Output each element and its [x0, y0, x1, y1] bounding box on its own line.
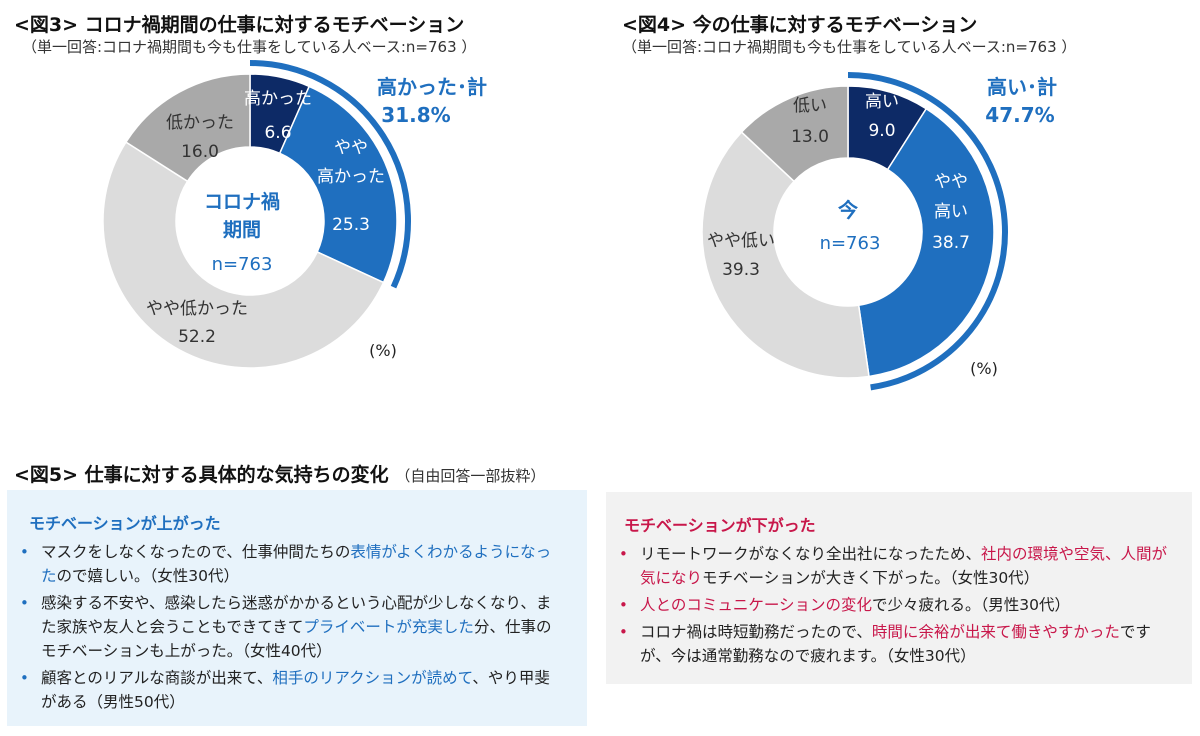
fig4-unit: (%)	[970, 359, 998, 378]
fig5-title: <図5> 仕事に対する具体的な気持ちの変化 （自由回答一部抜粋）	[14, 460, 545, 487]
slice-category-label: やや低かった	[146, 299, 248, 319]
slice-category-label: やや低い	[707, 231, 775, 251]
donut-slice-4	[740, 85, 849, 183]
comment-text: で少々疲れる。（男性30代）	[872, 596, 1071, 614]
fig3-highlight-arc	[249, 60, 411, 289]
donut-slice-3	[701, 130, 870, 379]
comment-highlight: 人とのコミュニケーションの変化	[640, 596, 873, 614]
donut-slice-2	[857, 107, 995, 378]
fig3-center-line2: 期間	[223, 219, 261, 241]
comment-text: リモートワークがなくなり全出社になったため、	[640, 545, 982, 563]
fig3-center-n: n=763	[212, 254, 273, 275]
fig5-subtitle: （自由回答一部抜粋）	[395, 467, 546, 485]
fig3-title: <図3> コロナ禍期間の仕事に対するモチベーション	[14, 14, 465, 36]
comment-highlight: 時間に余裕が出来て働きやすかった	[871, 623, 1120, 641]
slice-category-label: 低かった	[166, 113, 234, 133]
fig3-center-line1: コロナ禍	[204, 190, 280, 213]
slice-category-label: 高い	[934, 202, 968, 222]
comment-highlight: 相手のリアクションが読めて	[272, 669, 473, 687]
slice-value-label: 25.3	[332, 215, 370, 235]
comment-text: コロナ禍は時短勤務だったので、	[640, 623, 872, 641]
list-item: • リモートワークがなくなり全出社になったため、社内の環境や空気、人間が気になり…	[616, 542, 1174, 590]
list-item: • 感染する不安や、感染したら迷惑がかかるという心配が少しなくなり、また家族や友…	[17, 591, 565, 663]
fig3-subtitle: （単一回答:コロナ禍期間も今も仕事をしている人ベース:n=763 ）	[22, 38, 477, 56]
bullet-dot: •	[20, 594, 29, 612]
motivation-down-list: • リモートワークがなくなり全出社になったため、社内の環境や空気、人間が気になり…	[616, 542, 1174, 671]
slice-category-label: やや	[334, 138, 368, 158]
motivation-up-heading: モチベーションが上がった	[29, 514, 221, 533]
fig3-unit: (%)	[369, 341, 397, 360]
bullet-dot: •	[20, 669, 29, 687]
slice-value-label: 38.7	[932, 233, 970, 253]
slice-value-label: 9.0	[868, 121, 895, 141]
motivation-up-panel: モチベーションが上がった • マスクをしなくなったので、仕事仲間たちの表情がよく…	[7, 490, 587, 726]
bullet-dot: •	[619, 545, 628, 563]
comment-text: モチベーションが大きく下がった。（女性30代）	[702, 569, 1040, 587]
bullet-dot: •	[619, 596, 628, 614]
fig4-highlight-arc	[847, 72, 1008, 391]
slice-value-label: 52.2	[178, 327, 216, 347]
slice-category-label: 高い	[865, 92, 899, 112]
comment-highlight: プライベートが充実した	[303, 618, 474, 636]
slice-value-label: 39.3	[722, 260, 760, 280]
donut-slice-3	[102, 141, 385, 369]
comment-highlight: 表情がよくわかるようになった	[41, 543, 552, 585]
motivation-up-list: • マスクをしなくなったので、仕事仲間たちの表情がよくわかるようになったので嬉し…	[17, 540, 565, 717]
list-item: • 顧客とのリアルな商談が出来て、相手のリアクションが読めて、やり甲斐がある（男…	[17, 666, 565, 714]
bullet-dot: •	[619, 623, 628, 641]
bullet-dot: •	[20, 543, 29, 561]
slice-value-label: 13.0	[791, 127, 829, 147]
list-item: • マスクをしなくなったので、仕事仲間たちの表情がよくわかるようになったので嬉し…	[17, 540, 565, 588]
fig4-total-label: 高い･計	[987, 75, 1057, 99]
fig4-subtitle: （単一回答:コロナ禍期間も今も仕事をしている人ベース:n=763 ）	[622, 38, 1077, 56]
fig4-total-value: 47.7%	[985, 103, 1054, 127]
slice-category-label: 高かった	[317, 167, 385, 187]
comment-text: ですが、今は通常勤務なので疲れます。（女性30代）	[640, 623, 1151, 665]
comment-text: ので嬉しい。（女性30代）	[56, 567, 239, 585]
comment-text: 分、仕事のモチベーションも上がった。（女性40代）	[41, 618, 552, 660]
fig5-title-main: <図5> 仕事に対する具体的な気持ちの変化	[14, 464, 389, 486]
comment-text: マスクをしなくなったので、仕事仲間たちの	[41, 543, 351, 561]
comment-highlight: 社内の環境や空気、人間が気になり	[640, 545, 1168, 587]
slice-category-label: 高かった	[244, 89, 312, 109]
list-item: • 人とのコミュニケーションの変化で少々疲れる。（男性30代）	[616, 593, 1174, 617]
fig4-title: <図4> 今の仕事に対するモチベーション	[622, 14, 978, 36]
motivation-down-panel: モチベーションが下がった • リモートワークがなくなり全出社になったため、社内の…	[606, 492, 1192, 684]
donut-slice-2	[278, 85, 398, 284]
slice-category-label: 低い	[793, 96, 827, 116]
list-item: • コロナ禍は時短勤務だったので、時間に余裕が出来て働きやすかったですが、今は通…	[616, 620, 1174, 668]
fig3-total-label: 高かった･計	[377, 75, 487, 99]
slice-category-label: やや	[934, 172, 968, 192]
comment-text: 感染する不安や、感染したら迷惑がかかるという心配が少しなくなり、また家族や友人と…	[41, 594, 552, 636]
comment-text: 、やり甲斐がある（男性50代）	[41, 669, 550, 711]
slice-value-label: 6.6	[264, 123, 291, 143]
comment-text: 顧客とのリアルな商談が出来て、	[41, 669, 273, 687]
donut-slice-4	[124, 73, 251, 183]
fig3-total-value: 31.8%	[381, 103, 450, 127]
fig4-center-line1: 今	[838, 198, 859, 222]
fig4-center-n: n=763	[820, 233, 881, 254]
slice-value-label: 16.0	[181, 142, 219, 162]
motivation-down-heading: モチベーションが下がった	[624, 516, 816, 535]
